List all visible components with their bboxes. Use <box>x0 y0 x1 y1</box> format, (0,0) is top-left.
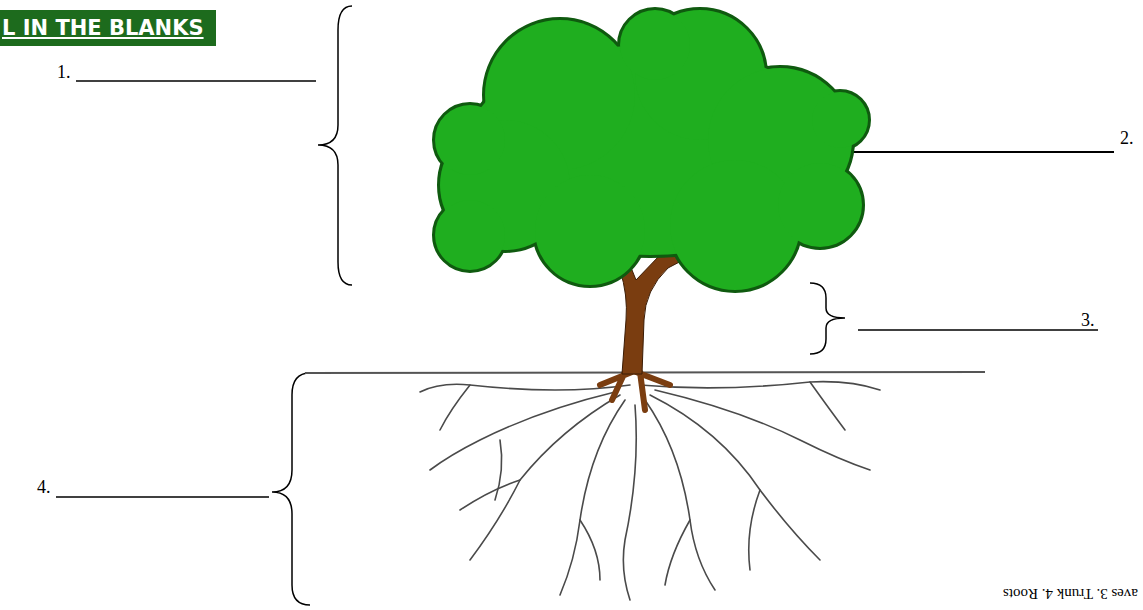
answer-blank <box>858 329 1098 331</box>
tree-crown <box>435 10 868 290</box>
callout-number: 3. <box>1081 310 1095 330</box>
bracket <box>318 6 352 285</box>
callout-number: 2. <box>1120 128 1134 148</box>
bracket <box>810 283 845 354</box>
root-base <box>600 372 670 410</box>
upside-down-answers: aves 3. Trunk 4. Roots <box>1003 585 1138 603</box>
tree-crown-outline <box>435 10 868 290</box>
worksheet-title: L IN THE BLANKS <box>0 10 216 46</box>
answer-blank <box>76 80 316 82</box>
bracket <box>272 373 310 605</box>
answer-blank <box>56 496 269 498</box>
roots <box>420 382 880 600</box>
callout-number: 4. <box>37 477 51 497</box>
callout-number: 1. <box>57 62 71 82</box>
